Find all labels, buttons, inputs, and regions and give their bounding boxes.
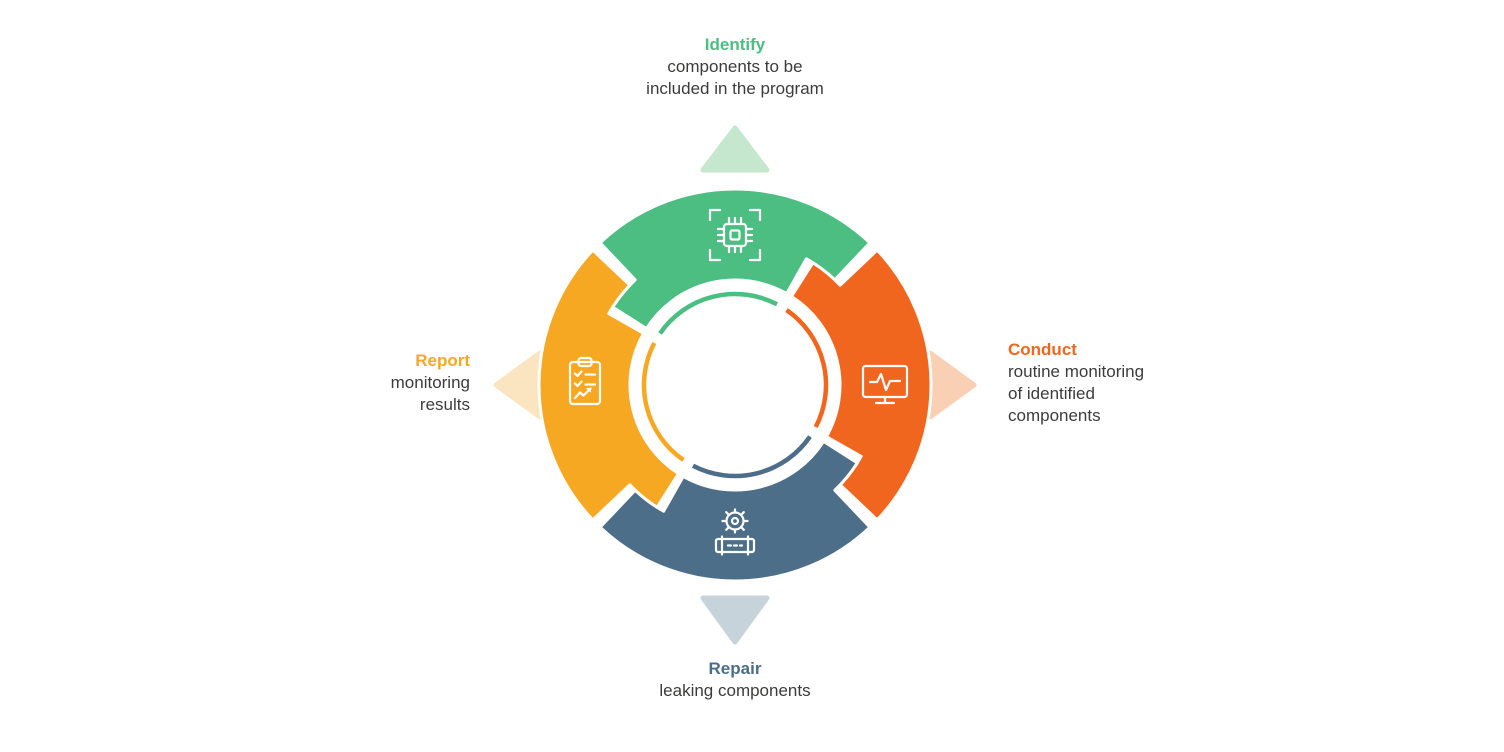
gear-pipe-icon	[714, 508, 756, 556]
identify-label-line-1: components to be	[667, 57, 803, 76]
report-label-title: Report	[415, 351, 470, 370]
identify-label: Identify components to be included in th…	[646, 34, 824, 100]
report-label-line-2: results	[419, 395, 470, 414]
chip-icon	[708, 208, 762, 262]
report-label-line-1: monitoring	[390, 373, 470, 392]
inner-ring-layer	[641, 291, 829, 479]
arrows-layer	[493, 125, 977, 645]
conduct-label-line-3: components	[1008, 406, 1101, 425]
report-label: Report monitoring results	[391, 350, 470, 416]
arrow-right	[927, 350, 977, 420]
identify-label-title: Identify	[704, 35, 766, 54]
segment-report	[537, 248, 681, 522]
monitor-pulse-icon	[861, 364, 909, 405]
conduct-label-line-1: routine monitoring	[1008, 362, 1145, 381]
conduct-label-title: Conduct	[1008, 340, 1077, 359]
repair-label: Repair leaking components	[659, 658, 810, 702]
repair-label-line-1: leaking components	[659, 681, 811, 700]
inner-ring-repair	[691, 435, 812, 479]
repair-label-title: Repair	[708, 659, 762, 678]
inner-ring-identify	[658, 291, 779, 335]
identify-label-line-2: included in the program	[646, 79, 824, 98]
conduct-label-line-2: of identified	[1008, 384, 1095, 403]
arrow-left	[493, 350, 543, 420]
clipboard-icon	[568, 356, 602, 406]
inner-ring-report	[641, 341, 685, 462]
inner-ring-conduct	[785, 308, 829, 429]
conduct-label: Conduct routine monitoring of identified…	[1008, 339, 1144, 427]
arrow-top	[700, 125, 770, 173]
arrow-bottom	[700, 595, 770, 645]
